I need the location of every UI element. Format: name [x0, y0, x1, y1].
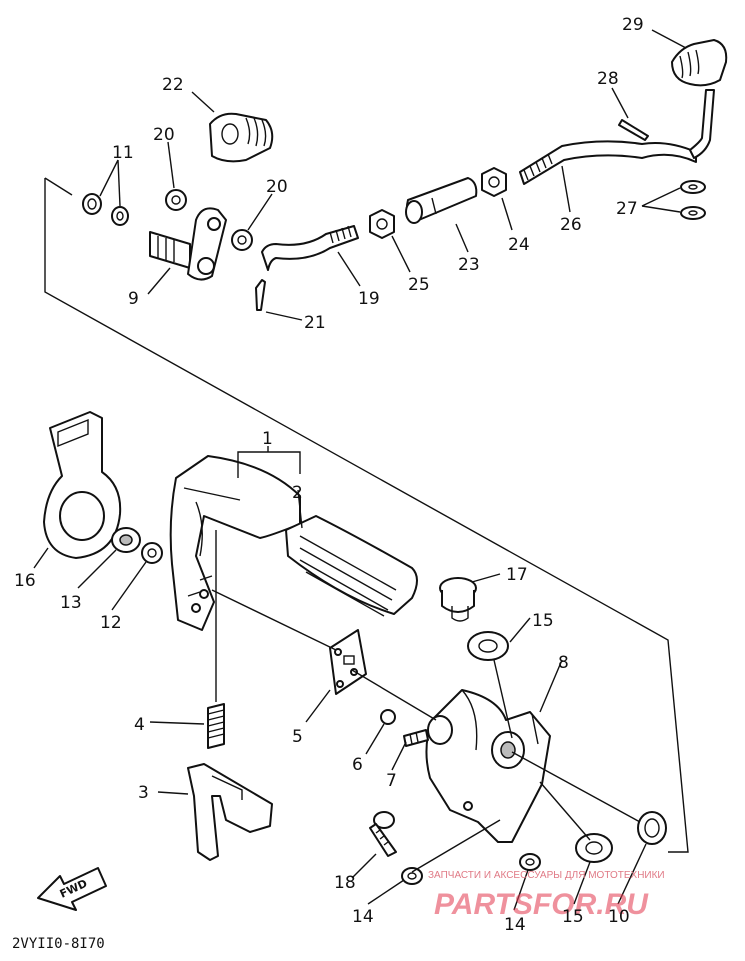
part-21-cotter-pin: [255, 279, 266, 311]
part-5-plate: [329, 629, 367, 695]
part-14-washer-right: [519, 853, 541, 871]
callout-7: 7: [386, 771, 397, 791]
part-15-washer-lower: [575, 833, 613, 863]
part-23-adjuster-sleeve: [405, 177, 478, 224]
part-19-shift-rod-end: [261, 225, 359, 271]
part-27-washers: [680, 180, 706, 220]
part-29-boot: [671, 39, 728, 87]
callout-15-upper: 15: [532, 611, 554, 631]
callout-27: 27: [616, 199, 638, 219]
part-9-shift-arm: [149, 207, 227, 281]
callout-21: 21: [304, 313, 326, 333]
callout-13: 13: [60, 593, 82, 613]
part-14-washer-left: [401, 867, 423, 885]
part-10-circlip: [637, 811, 667, 845]
callout-28: 28: [597, 69, 619, 89]
watermark: ЗАПЧАСТИ И АКСЕССУАРЫ ДЛЯ МОТОТЕХНИКИ PA…: [428, 870, 665, 921]
callout-23: 23: [458, 255, 480, 275]
part-26-shift-rod: [519, 89, 715, 185]
callout-4: 4: [134, 715, 145, 735]
part-1-footrest-bracket: [169, 455, 301, 631]
part-25-nut: [369, 209, 395, 239]
part-11-washers: [82, 193, 129, 226]
part-12-washer: [141, 542, 163, 564]
part-3-clip: [187, 763, 273, 861]
callout-29: 29: [622, 15, 644, 35]
callout-19: 19: [358, 289, 380, 309]
callout-14-right: 14: [504, 915, 526, 935]
callout-25: 25: [408, 275, 430, 295]
part-24-nut: [481, 167, 507, 197]
leader-lines: [33, 29, 687, 911]
part-15-washer-upper: [467, 631, 509, 661]
callout-16: 16: [14, 571, 36, 591]
part-6-ball: [380, 709, 396, 725]
part-16-bracket: [43, 411, 122, 559]
part-28-cotter-pin: [618, 119, 649, 141]
part-20-washer-lower: [231, 229, 253, 251]
fwd-arrow: FWD: [37, 867, 107, 911]
callout-9: 9: [128, 289, 139, 309]
part-7-pin: [403, 729, 429, 747]
part-18-bolt: [369, 811, 397, 857]
callout-22: 22: [162, 75, 184, 95]
callout-5: 5: [292, 727, 303, 747]
guide-lines: [211, 589, 641, 873]
callout-11: 11: [112, 143, 134, 163]
part-17-plug-bolt: [439, 577, 477, 622]
part-2-footrest-rubber: [285, 515, 418, 617]
part-22-dust-boot: [209, 112, 274, 163]
watermark-brand: PARTSFOR.RU: [434, 888, 649, 921]
callout-labels: 29 28 22 20 11 20 9 21 19 25 23 24 26 27…: [14, 15, 644, 935]
callout-14-left: 14: [352, 907, 374, 927]
part-13-bushing: [111, 527, 141, 553]
part-20-washer-upper: [165, 189, 187, 211]
callout-20-lower: 20: [266, 177, 288, 197]
callout-15-lower: 15: [562, 907, 584, 927]
callout-10: 10: [608, 907, 630, 927]
watermark-tagline: ЗАПЧАСТИ И АКСЕССУАРЫ ДЛЯ МОТОТЕХНИКИ: [428, 870, 665, 881]
callout-3: 3: [138, 783, 149, 803]
diagram-code: 2VYII0-8I70: [12, 936, 105, 952]
part-4-spring: [207, 530, 225, 749]
callout-24: 24: [508, 235, 530, 255]
callout-1: 1: [262, 429, 273, 449]
callout-20-upper: 20: [153, 125, 175, 145]
callout-18: 18: [334, 873, 356, 893]
assembly-frame-lines: [44, 177, 689, 853]
callout-6: 6: [352, 755, 363, 775]
callout-12: 12: [100, 613, 122, 633]
callout-17: 17: [506, 565, 528, 585]
callout-26: 26: [560, 215, 582, 235]
part-8-pivot-housing: [425, 689, 551, 843]
callout-2: 2: [292, 483, 303, 503]
callout-8: 8: [558, 653, 569, 673]
